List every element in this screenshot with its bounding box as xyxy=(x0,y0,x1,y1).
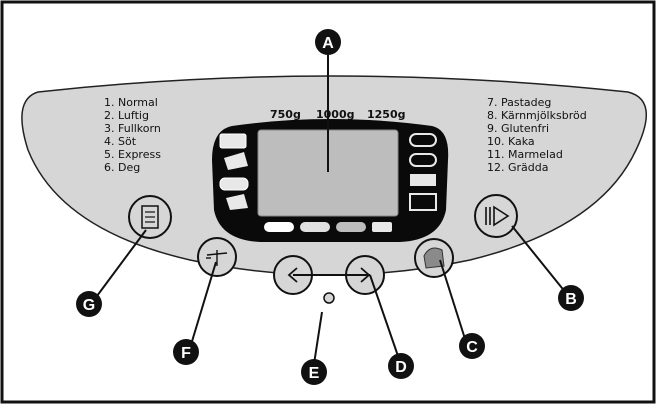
program-item: 9. Glutenfri xyxy=(487,122,549,135)
program-item: 2. Luftig xyxy=(104,109,149,122)
program-item: 4. Söt xyxy=(104,135,137,148)
callout-letter: G xyxy=(83,297,95,314)
loaf-icon xyxy=(423,247,445,269)
program-item: 5. Express xyxy=(104,148,161,161)
callout-letter: D xyxy=(395,359,407,376)
program-item: 10. Kaka xyxy=(487,135,535,148)
program-list-left: 1. Normal 2. Luftig 3. Fullkorn 4. Söt 5… xyxy=(104,96,161,174)
program-item: 12. Grädda xyxy=(487,161,548,174)
play-pause-icon xyxy=(485,205,510,227)
program-item: 11. Marmelad xyxy=(487,148,563,161)
weight-button[interactable] xyxy=(197,237,237,277)
program-item: 6. Deg xyxy=(104,161,140,174)
crust-icon xyxy=(409,193,437,211)
loaf-icon xyxy=(219,133,247,149)
program-list-right: 7. Pastadeg 8. Kärnmjölksbröd 9. Glutenf… xyxy=(487,96,587,174)
crust-icon xyxy=(410,174,436,186)
callout-e: E xyxy=(301,359,327,385)
crust-button[interactable] xyxy=(414,238,454,278)
status-bar xyxy=(300,222,330,232)
program-item: 7. Pastadeg xyxy=(487,96,551,109)
loaf-icon xyxy=(219,177,249,191)
program-item: 8. Kärnmjölksbröd xyxy=(487,109,587,122)
leader-lines xyxy=(93,54,567,365)
menu-button[interactable] xyxy=(128,195,172,239)
callout-f: F xyxy=(173,339,199,365)
scale-icon xyxy=(206,250,228,266)
loaf-size-indicators xyxy=(219,133,249,210)
callout-g: G xyxy=(76,291,102,317)
status-bar xyxy=(264,222,294,232)
callout-letter: B xyxy=(565,291,577,308)
callout-c: C xyxy=(459,333,485,359)
callout-d: D xyxy=(388,353,414,379)
crust-icon xyxy=(409,133,437,147)
crust-color-indicators xyxy=(409,133,437,211)
callout-a: A xyxy=(315,29,341,55)
weight-label: 1000g xyxy=(316,108,355,121)
status-bar xyxy=(336,222,366,232)
loaf-icon xyxy=(224,152,248,170)
loaf-icon xyxy=(226,194,248,210)
program-item: 1. Normal xyxy=(104,96,158,109)
chevron-left-icon xyxy=(287,267,298,283)
menu-list-icon xyxy=(141,205,159,229)
crust-icon xyxy=(409,153,437,167)
status-bar xyxy=(372,222,392,232)
callout-b: B xyxy=(558,285,584,311)
program-item: 3. Fullkorn xyxy=(104,122,161,135)
callout-letter: A xyxy=(322,35,334,52)
start-stop-button[interactable] xyxy=(474,194,518,238)
callout-letter: F xyxy=(181,345,191,362)
weight-label: 1250g xyxy=(367,108,406,121)
callout-letter: C xyxy=(466,339,478,356)
indicator-light xyxy=(323,292,335,304)
weight-label: 750g xyxy=(270,108,301,121)
callout-letter: E xyxy=(309,365,320,382)
